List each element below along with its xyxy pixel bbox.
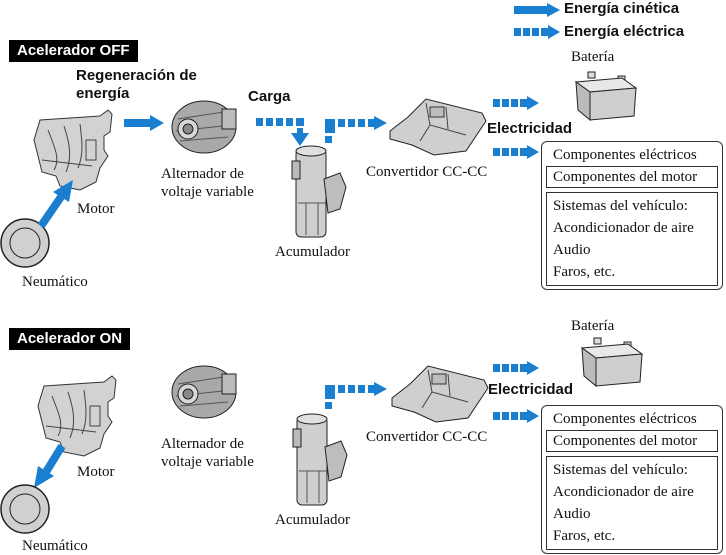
alternator-label-line2: voltaje variable [161, 184, 254, 200]
engine-components: Componentes del motor [546, 166, 718, 188]
electric-arrow-alternator-to-accumulator [256, 118, 309, 146]
dc-dc-converter-icon [391, 365, 489, 423]
alternator-label: Alternador de voltaje variable [161, 165, 254, 201]
dc-dc-converter-icon [389, 98, 487, 156]
electricity-label: Electricidad [487, 120, 573, 137]
vehicle-systems: Sistemas del vehículo: Acondicionador de… [546, 192, 718, 286]
components-box: Componentes eléctricos Componentes del m… [541, 405, 723, 554]
regen-label-line2: energía [76, 85, 130, 102]
alternator-label: Alternador de voltaje variable [161, 435, 254, 471]
engine-icon [33, 109, 113, 191]
vehicle-system-item: Audio [553, 242, 591, 258]
engine-icon [37, 375, 117, 457]
alternator-label-line1: Alternador de [161, 166, 244, 182]
tire-label: Neumático [22, 274, 88, 290]
alternator-icon [171, 100, 237, 154]
battery-icon [574, 71, 638, 122]
legend-electric-label: Energía eléctrica [564, 23, 685, 40]
kinetic-arrow-engine-to-alternator [124, 115, 164, 131]
vehicle-system-item: Audio [553, 506, 591, 522]
electric-arrow-to-components [493, 145, 539, 159]
vehicle-system-item: Faros, etc. [553, 264, 616, 280]
legend-kinetic-label: Energía cinética [564, 0, 680, 17]
regen-label-line1: Regeneración de [76, 67, 197, 84]
vehicle-system-item: Acondicionador de aire [553, 220, 694, 236]
converter-label: Convertidor CC-CC [366, 429, 488, 445]
electricity-label: Electricidad [488, 381, 574, 398]
converter-label: Convertidor CC-CC [366, 164, 488, 180]
tire-icon [0, 218, 50, 268]
motor-label: Motor [77, 201, 115, 217]
alternator-label-line1: Alternador de [161, 436, 244, 452]
accumulator-icon [291, 145, 347, 238]
components-title: Componentes eléctricos [553, 411, 697, 427]
electric-arrow-to-battery [493, 96, 539, 110]
electric-arrow-to-battery [493, 361, 539, 375]
motor-label: Motor [77, 464, 115, 480]
electric-arrow-accumulator-to-converter [325, 382, 387, 409]
accumulator-label: Acumulador [275, 512, 350, 528]
kinetic-arrow-icon [514, 3, 560, 17]
electric-dashed-arrow-icon [514, 25, 560, 39]
kinetic-arrow-tire-to-engine [37, 180, 73, 229]
tire-label: Neumático [22, 538, 88, 554]
vehicle-system-item: Acondicionador de aire [553, 484, 694, 500]
electric-arrow-to-components [493, 409, 539, 423]
battery-label: Batería [571, 318, 615, 334]
components-box: Componentes eléctricos Componentes del m… [541, 141, 723, 290]
vehicle-systems-title: Sistemas del vehículo: [553, 462, 688, 478]
panel-badge: Acelerador OFF [9, 40, 138, 62]
tire-icon [0, 484, 50, 534]
vehicle-systems: Sistemas del vehículo: Acondicionador de… [546, 456, 718, 550]
accumulator-label: Acumulador [275, 244, 350, 260]
battery-icon [580, 337, 644, 388]
regen-label: Regeneración de energía [76, 67, 197, 103]
alternator-icon [171, 365, 237, 419]
components-title: Componentes eléctricos [553, 147, 697, 163]
electric-arrow-accumulator-to-converter [325, 116, 387, 143]
vehicle-system-item: Faros, etc. [553, 528, 616, 544]
accumulator-icon [292, 413, 348, 506]
kinetic-arrow-engine-to-tire [34, 443, 66, 488]
engine-components: Componentes del motor [546, 430, 718, 452]
vehicle-systems-title: Sistemas del vehículo: [553, 198, 688, 214]
alternator-label-line2: voltaje variable [161, 454, 254, 470]
charge-label: Carga [248, 88, 291, 105]
battery-label: Batería [571, 49, 615, 65]
panel-badge: Acelerador ON [9, 328, 131, 350]
